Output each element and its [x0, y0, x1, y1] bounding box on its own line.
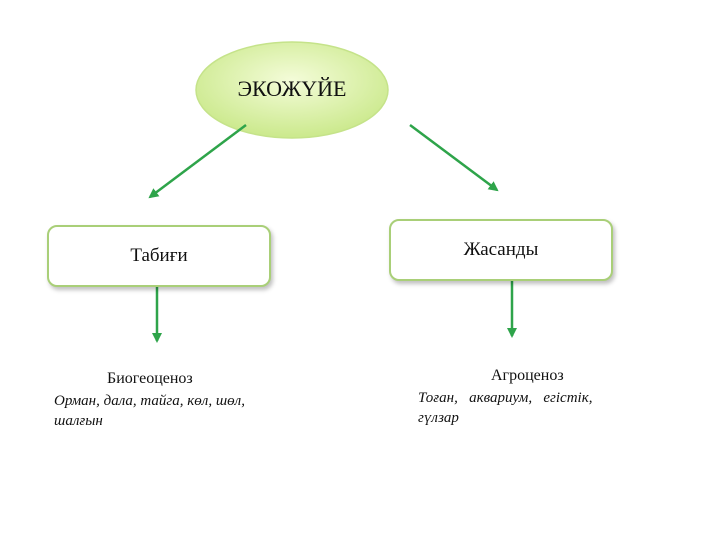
natural-examples-line1: Орман, дала, тайга, көл, шөл,: [54, 393, 245, 409]
natural-box: Табиғи: [47, 225, 271, 287]
artificial-examples-line1: Тоған, аквариум, егістік,: [418, 390, 593, 406]
biogeocenosis-label: Биогеоценоз: [107, 370, 193, 387]
arrow-to-artificial: [409, 123, 499, 192]
artificial-examples-line2: гүлзар: [418, 410, 459, 426]
root-label: ЭКОЖҮЙЕ: [237, 76, 347, 101]
arrow-to-natural: [148, 124, 247, 199]
artificial-box: Жасанды: [389, 219, 613, 281]
natural-label: Табиғи: [130, 245, 188, 266]
natural-examples-line2: шалғын: [54, 413, 103, 429]
agrocenosis-label: Агроценоз: [491, 367, 564, 384]
root-ellipse: [195, 41, 389, 139]
artificial-label: Жасанды: [463, 239, 539, 260]
